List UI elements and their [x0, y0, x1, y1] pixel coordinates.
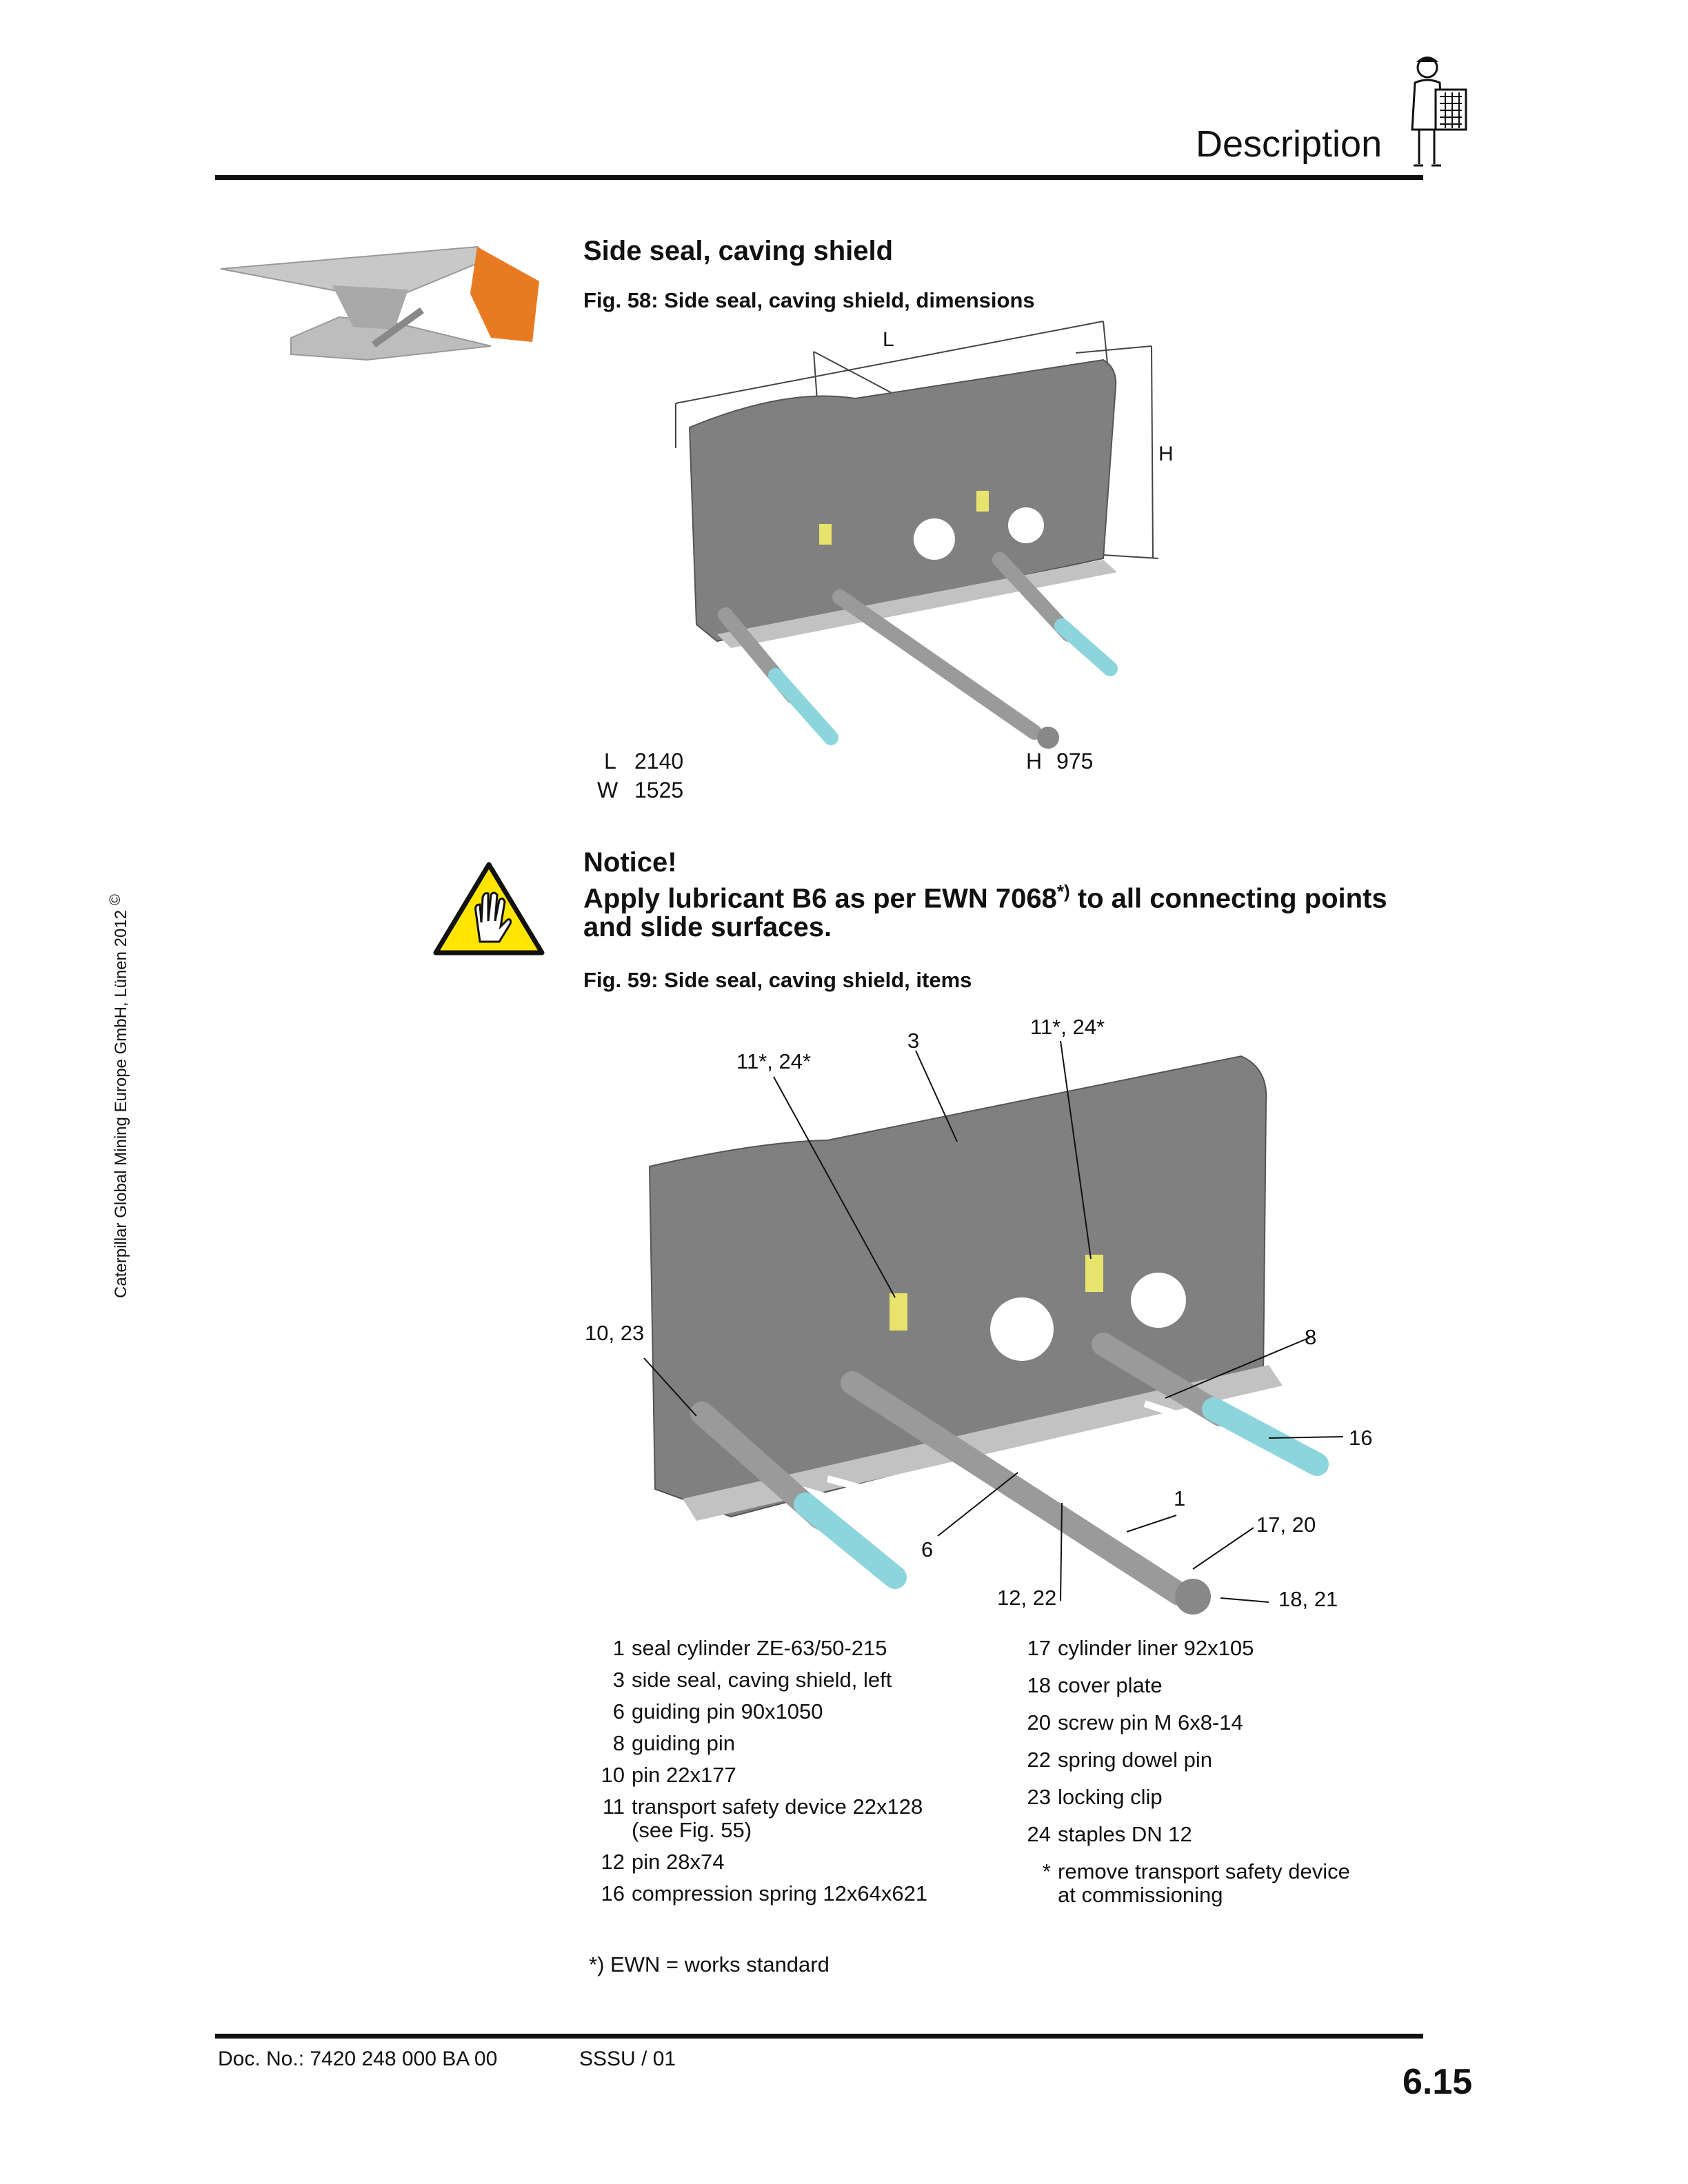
dimension-L-value: 2140 — [634, 749, 684, 774]
notice-text: Apply lubricant B6 as per EWN 7068*) to … — [583, 877, 1411, 942]
legend-text: staples DN 12 — [1058, 1822, 1192, 1846]
legend-num: 10 — [601, 1763, 625, 1787]
legend-text: locking clip — [1058, 1785, 1163, 1809]
legend-num: 16 — [601, 1881, 625, 1905]
legend-num: 23 — [1027, 1785, 1051, 1809]
hand-warning-icon — [433, 862, 545, 956]
dimension-L-key: L — [604, 749, 616, 774]
legend-text: pin 22x177 — [632, 1763, 736, 1787]
figure58-drawing: L W H — [675, 321, 1174, 749]
legend-text: transport safety device 22x128 — [632, 1794, 923, 1819]
legend-text: side seal, caving shield, left — [632, 1668, 892, 1692]
callout-18-21: 18, 21 — [1278, 1587, 1338, 1611]
figure58-caption: Fig. 58: Side seal, caving shield, dimen… — [583, 288, 1035, 312]
legend-num: 24 — [1027, 1822, 1051, 1846]
header-rule — [215, 175, 1423, 180]
legend-num: 12 — [601, 1850, 625, 1874]
section-title: Side seal, caving shield — [583, 236, 894, 266]
copyright-symbol: © — [106, 894, 123, 906]
legend-text: (see Fig. 55) — [632, 1818, 752, 1842]
footnote: *) EWN = works standard — [589, 1952, 830, 1976]
callout-6: 6 — [921, 1537, 934, 1561]
legend-text: at commissioning — [1058, 1883, 1223, 1907]
legend-text: guiding pin — [632, 1731, 735, 1755]
legend-num: 8 — [612, 1731, 625, 1755]
legend-text: cover plate — [1058, 1673, 1163, 1697]
notice-text-after: to all connecting points and slide surfa… — [583, 883, 1387, 943]
legend-num: 22 — [1027, 1748, 1051, 1772]
dim-label-H: H — [1158, 443, 1174, 465]
legend-num: 20 — [1027, 1710, 1051, 1735]
callout-11-24-left: 11*, 24* — [736, 1049, 812, 1073]
shield-thumbnail-icon — [220, 245, 539, 361]
legend-text: guiding pin 90x1050 — [632, 1699, 823, 1723]
callout-17-20: 17, 20 — [1256, 1513, 1316, 1537]
legend-text: remove transport safety device — [1058, 1859, 1350, 1883]
callout-16: 16 — [1349, 1426, 1373, 1450]
footer-rule — [215, 2034, 1423, 2039]
figure59-drawing — [643, 1040, 1344, 1615]
footer-version: SSSU / 01 — [579, 2048, 676, 2070]
callout-11-24-right: 11*, 24* — [1030, 1015, 1105, 1039]
figure59-caption: Fig. 59: Side seal, caving shield, items — [583, 968, 972, 992]
notice-text-before: Apply lubricant B6 as per EWN 7068 — [583, 883, 1057, 914]
callout-1: 1 — [1174, 1486, 1186, 1510]
dimension-H-value: 975 — [1056, 749, 1094, 774]
dimension-W-key: W — [597, 778, 619, 802]
legend-num: * — [1042, 1859, 1051, 1883]
notice-heading: Notice! — [583, 847, 677, 878]
technician-clipboard-icon — [1411, 57, 1467, 167]
header-title: Description — [1196, 123, 1383, 165]
callout-3: 3 — [907, 1029, 920, 1053]
callout-8: 8 — [1305, 1325, 1317, 1349]
legend-text: compression spring 12x64x621 — [632, 1881, 928, 1905]
legend-num: 3 — [612, 1668, 625, 1692]
legend-num: 1 — [612, 1636, 625, 1660]
dimension-W-value: 1525 — [634, 778, 684, 802]
copyright-label: Caterpillar Global Mining Europe GmbH, L… — [112, 909, 130, 1298]
legend-num: 6 — [612, 1699, 625, 1723]
legend-text: seal cylinder ZE-63/50-215 — [632, 1636, 887, 1660]
footer-page-number: 6.15 — [1403, 2062, 1473, 2102]
legend-text: pin 28x74 — [632, 1850, 725, 1874]
copyright-text: Caterpillar Global Mining Europe GmbH, L… — [106, 894, 131, 1298]
footer-doc-no: Doc. No.: 7420 248 000 BA 00 — [218, 2048, 498, 2070]
legend-num: 17 — [1027, 1636, 1051, 1660]
legend-text: spring dowel pin — [1058, 1748, 1213, 1772]
legend-text: screw pin M 6x8-14 — [1058, 1710, 1243, 1735]
legend-text: cylinder liner 92x105 — [1058, 1636, 1254, 1660]
dim-label-L: L — [883, 328, 894, 351]
callout-10-23: 10, 23 — [585, 1321, 645, 1345]
legend-num: 11 — [602, 1794, 625, 1819]
callout-12-22: 12, 22 — [997, 1586, 1057, 1610]
dimension-H-key: H — [1026, 749, 1043, 774]
legend-num: 18 — [1027, 1673, 1051, 1697]
notice-superscript: *) — [1056, 881, 1070, 902]
